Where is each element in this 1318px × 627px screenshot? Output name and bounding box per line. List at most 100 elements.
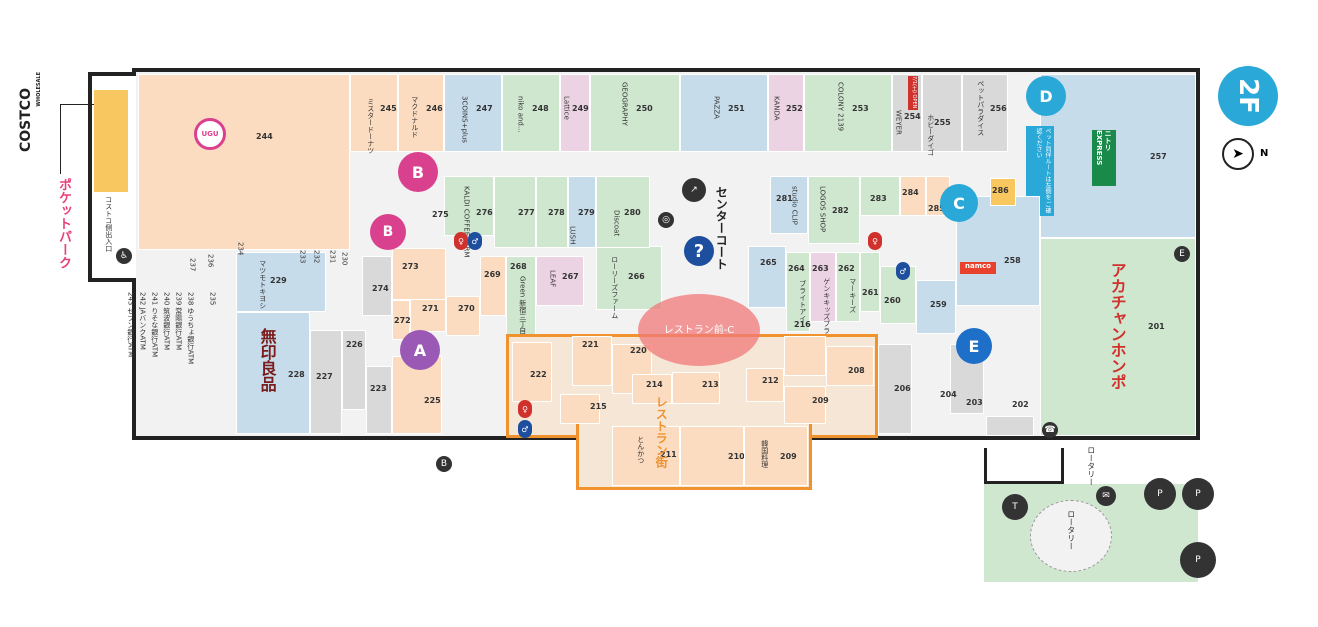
tenant-258[interactable] bbox=[956, 196, 1040, 306]
tenant-251[interactable] bbox=[680, 74, 768, 152]
restroom-female-icon[interactable]: ♀ bbox=[454, 232, 468, 250]
tenant-208[interactable] bbox=[826, 346, 874, 386]
tenant-221[interactable] bbox=[572, 336, 612, 386]
zone-a-badge[interactable]: A bbox=[400, 330, 440, 370]
tenant-208-number: 208 bbox=[848, 366, 865, 375]
tenant-235-name: 235 bbox=[208, 292, 217, 306]
tenant-227[interactable] bbox=[310, 330, 342, 434]
tenant-257[interactable] bbox=[1040, 74, 1196, 238]
tenant-211[interactable] bbox=[680, 426, 744, 486]
tenant-249[interactable] bbox=[560, 74, 590, 152]
tenant-206-number: 206 bbox=[894, 384, 911, 393]
tenant-229[interactable] bbox=[236, 252, 326, 312]
mail-icon[interactable]: ✉ bbox=[1096, 486, 1116, 506]
zone-e-badge[interactable]: E bbox=[956, 328, 992, 364]
tenant-250[interactable] bbox=[590, 74, 680, 152]
tenant-244[interactable] bbox=[138, 74, 350, 250]
tenant-280-number: 280 bbox=[624, 208, 641, 217]
tenant-209[interactable] bbox=[784, 386, 826, 424]
tenant-247[interactable] bbox=[444, 74, 502, 152]
tenant-253[interactable] bbox=[804, 74, 892, 152]
taxi-icon[interactable]: T bbox=[1002, 494, 1028, 520]
tenant-277[interactable] bbox=[494, 176, 536, 248]
tenant-245[interactable] bbox=[350, 74, 398, 152]
restroom-female-icon-2[interactable]: ♀ bbox=[868, 232, 882, 250]
restroom-male-icon-3[interactable]: ♂ bbox=[518, 420, 532, 438]
tenant-266[interactable] bbox=[596, 246, 662, 310]
tenant-265[interactable] bbox=[748, 246, 786, 308]
tenant-222[interactable] bbox=[512, 342, 552, 402]
tenant-281[interactable] bbox=[770, 176, 808, 234]
tenant-226[interactable] bbox=[342, 330, 366, 410]
tenant-215[interactable] bbox=[632, 374, 672, 404]
tenant-252[interactable] bbox=[768, 74, 804, 152]
tenant-246[interactable] bbox=[398, 74, 444, 152]
tenant-212[interactable] bbox=[612, 426, 680, 486]
tenant-203-number: 203 bbox=[966, 398, 983, 407]
bus-stop-icon[interactable]: B bbox=[436, 456, 452, 472]
elevator-icon[interactable]: E bbox=[1174, 246, 1190, 262]
tenant-261[interactable] bbox=[860, 252, 880, 312]
tenant-216[interactable] bbox=[560, 394, 600, 424]
escalator-icon[interactable]: ↗ bbox=[682, 178, 706, 202]
zone-b-badge-2[interactable]: B bbox=[370, 214, 406, 250]
info-icon[interactable]: ? bbox=[684, 236, 714, 266]
tenant-280[interactable] bbox=[596, 176, 650, 248]
tenant-266-number: 266 bbox=[628, 272, 645, 281]
tenant-231-name: 231 bbox=[328, 250, 337, 264]
muji-logo: 無印良品 bbox=[257, 328, 277, 392]
restroom-male-icon[interactable]: ♂ bbox=[468, 232, 482, 250]
tenant-213[interactable] bbox=[746, 368, 784, 402]
tenant-283[interactable] bbox=[860, 176, 900, 216]
restroom-male-icon-2[interactable]: ♂ bbox=[896, 262, 910, 280]
tenant-201[interactable] bbox=[1040, 238, 1196, 436]
tenant-228[interactable] bbox=[236, 312, 310, 434]
tenant-269[interactable] bbox=[480, 256, 506, 316]
tenant-274[interactable] bbox=[362, 256, 392, 316]
tenant-223[interactable] bbox=[366, 366, 392, 434]
tenant-262[interactable] bbox=[836, 252, 860, 322]
tenant-284[interactable] bbox=[900, 176, 926, 216]
zone-d-badge[interactable]: D bbox=[1026, 76, 1066, 116]
restroom-female-icon-3[interactable]: ♀ bbox=[518, 400, 532, 418]
tenant-267[interactable] bbox=[536, 256, 584, 306]
tenant-225[interactable] bbox=[392, 356, 442, 434]
rotary-label-2: ロータリー bbox=[1086, 446, 1096, 486]
tenant-255[interactable] bbox=[922, 74, 962, 152]
phone-icon[interactable]: ☎ bbox=[1042, 422, 1058, 438]
parking-icon-3[interactable]: P bbox=[1180, 542, 1216, 578]
accessible-icon[interactable]: ♿ bbox=[116, 248, 132, 264]
tenant-256[interactable] bbox=[962, 74, 1008, 152]
tenant-210[interactable] bbox=[744, 426, 808, 486]
zone-c-badge[interactable]: C bbox=[940, 184, 978, 222]
tenant-278[interactable] bbox=[536, 176, 568, 248]
tenant-222-number: 222 bbox=[530, 370, 547, 379]
tenant-273[interactable] bbox=[392, 248, 446, 300]
open-tag: 7/1(土) OPEN bbox=[908, 76, 918, 110]
parking-icon-1[interactable]: P bbox=[1144, 478, 1176, 510]
tenant-217[interactable] bbox=[784, 336, 826, 376]
tenant-221-number: 221 bbox=[582, 340, 599, 349]
tenant-229-number: 229 bbox=[270, 276, 287, 285]
tenant-272[interactable] bbox=[392, 300, 410, 340]
compass-north-label: N bbox=[1260, 148, 1269, 159]
tenant-286[interactable] bbox=[990, 178, 1016, 206]
tenant-263[interactable] bbox=[810, 252, 836, 322]
tenant-214[interactable] bbox=[672, 372, 720, 404]
baby-room-icon[interactable]: ◎ bbox=[658, 212, 674, 228]
zone-b-badge-1[interactable]: B bbox=[398, 152, 438, 192]
tenant-271[interactable] bbox=[410, 296, 446, 332]
nitori-logo: ニトリ EXPRESS bbox=[1092, 130, 1116, 186]
parking-icon-2[interactable]: P bbox=[1182, 478, 1214, 510]
tenant-248[interactable] bbox=[502, 74, 560, 152]
tenant-202[interactable] bbox=[986, 416, 1034, 436]
tenant-247-number: 247 bbox=[476, 104, 493, 113]
tenant-259[interactable] bbox=[916, 280, 956, 334]
tenant-268[interactable] bbox=[506, 256, 536, 336]
tenant-264[interactable] bbox=[786, 252, 810, 332]
tenant-206[interactable] bbox=[878, 344, 912, 434]
restaurant-c-marker[interactable]: レストラン前-C bbox=[638, 294, 760, 366]
tenant-282[interactable] bbox=[808, 176, 860, 244]
tenant-279[interactable] bbox=[568, 176, 596, 248]
tenant-270[interactable] bbox=[446, 296, 480, 336]
